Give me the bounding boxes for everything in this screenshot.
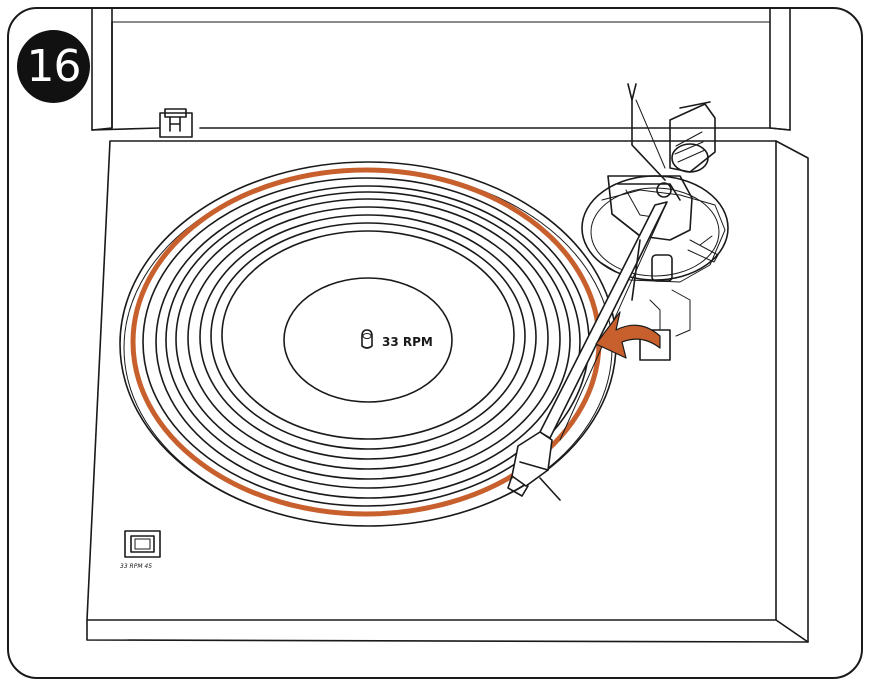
step-number-badge: 16: [17, 30, 90, 103]
platter-speed-label: 33 RPM: [382, 335, 433, 349]
headshell: [507, 431, 561, 501]
speed-switch-caption: 33 RPM 45: [120, 563, 152, 570]
curved-arrow-icon: [595, 311, 661, 359]
record-label: [283, 277, 453, 403]
anti-skate: [627, 83, 666, 181]
lid-hinge: [159, 108, 193, 138]
arm-rest: [639, 254, 691, 361]
speed-switch[interactable]: [124, 530, 161, 558]
tonearm-base: [581, 175, 729, 283]
counterweight: [669, 101, 716, 173]
spindle-icon: [361, 329, 373, 349]
illustration-frame: [7, 7, 863, 679]
record-grooves: [142, 177, 590, 507]
turntable-base: [86, 140, 809, 643]
dust-cover: [91, 7, 791, 131]
